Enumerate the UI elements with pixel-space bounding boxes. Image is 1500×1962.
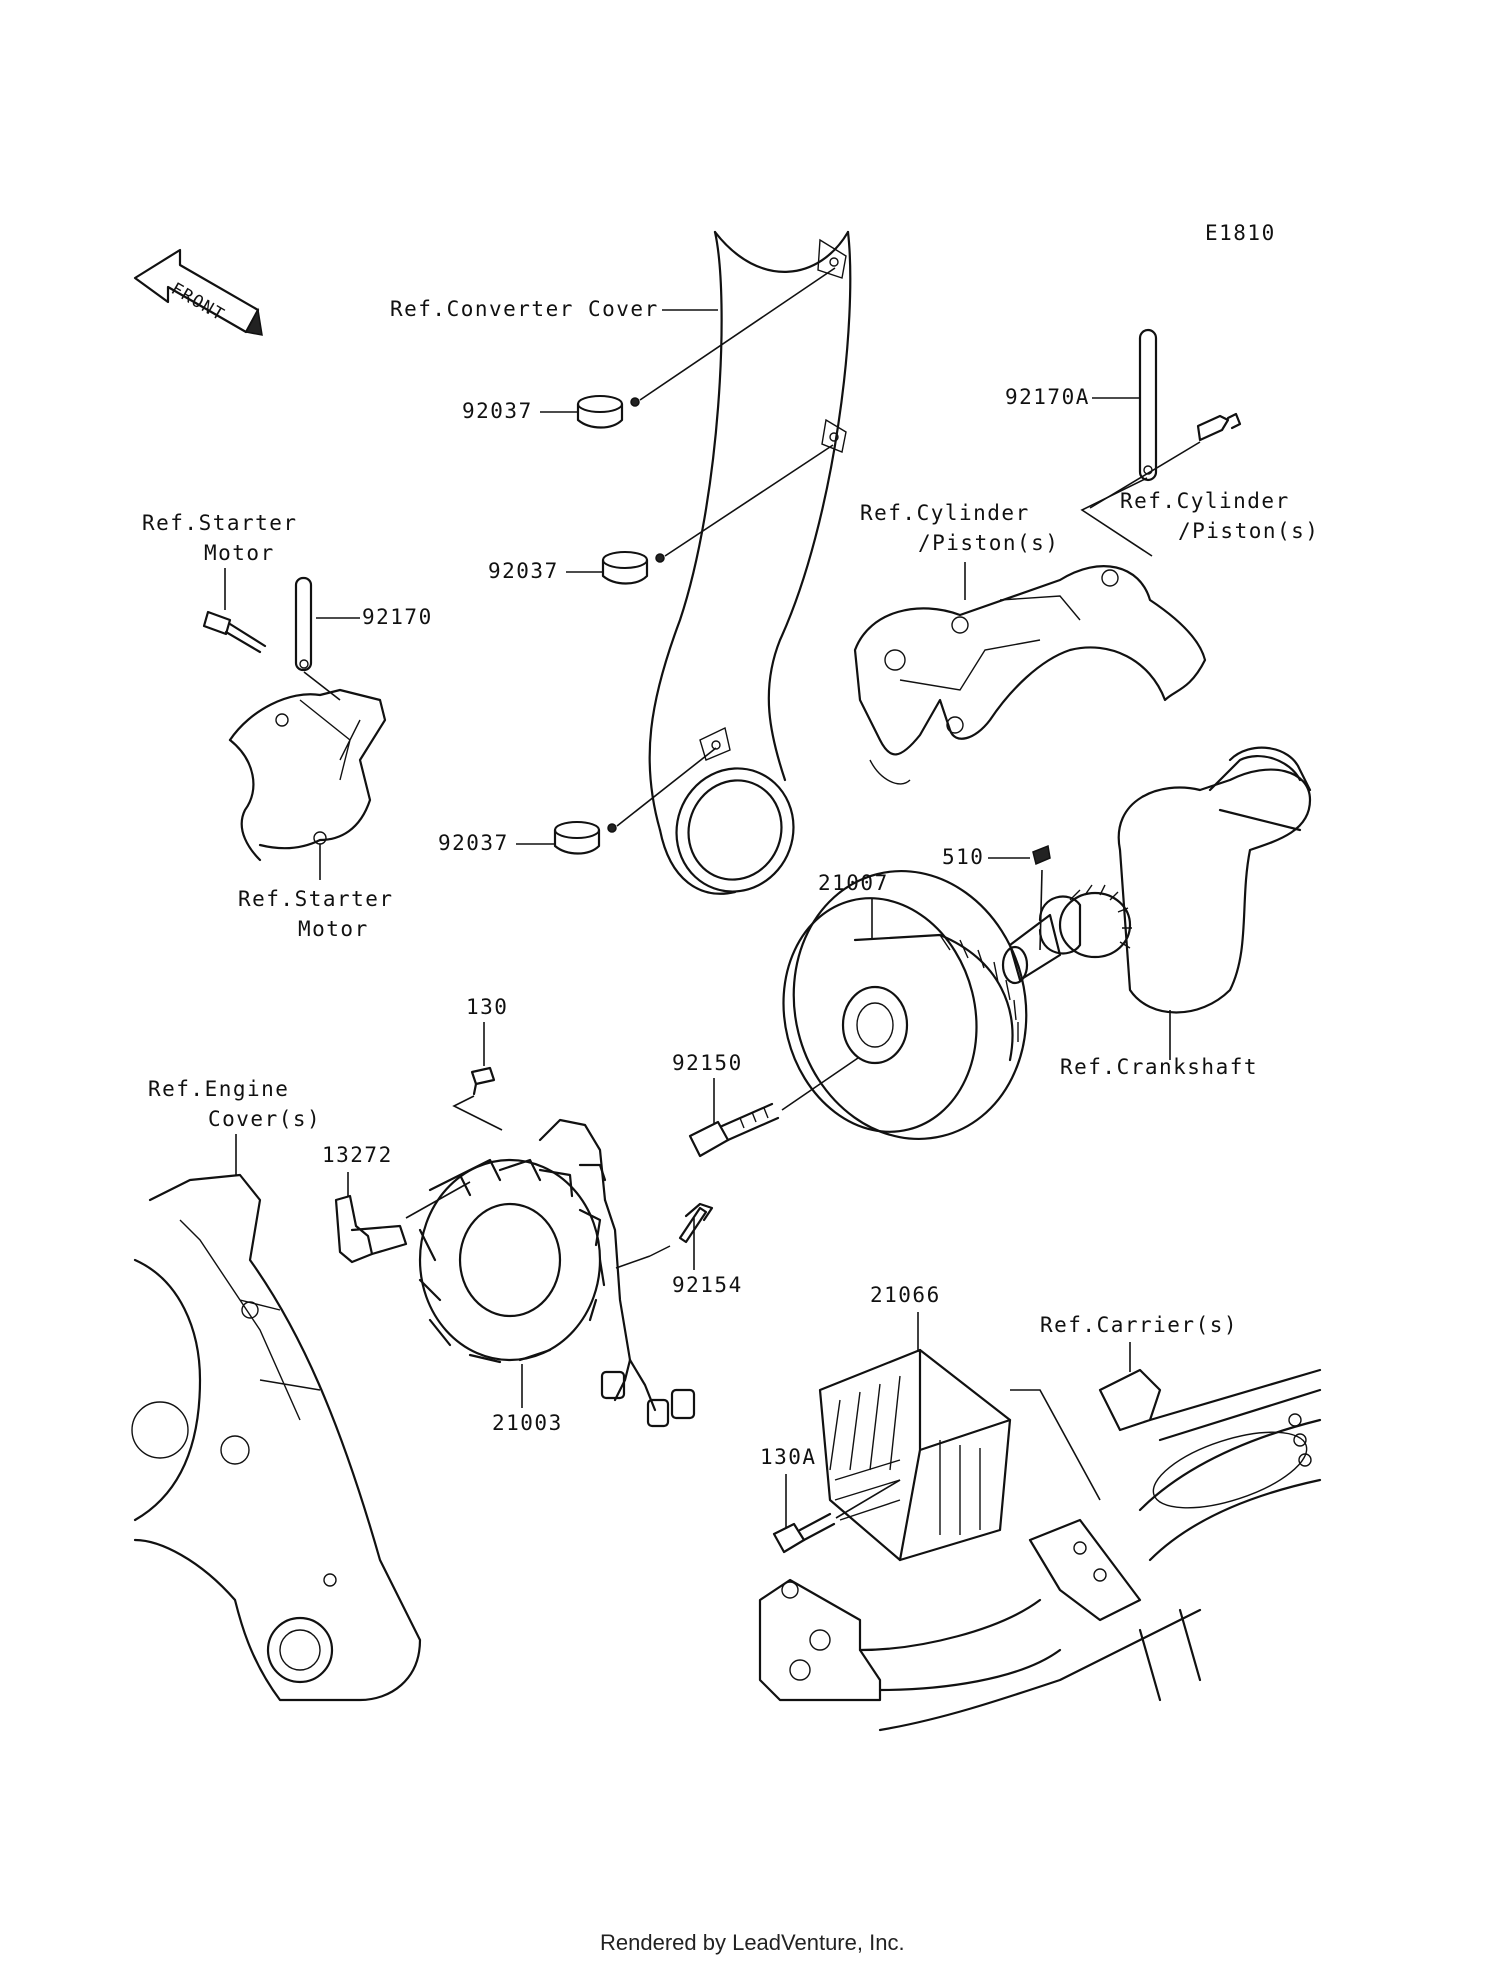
bolt-starter [202,610,267,654]
label-130A: 130A [760,1445,817,1469]
label-92037-c: 92037 [438,831,509,855]
label-92170A: 92170A [1005,385,1090,409]
engine-cover [131,1173,422,1702]
label-ref-carriers: Ref.Carrier(s) [1040,1313,1238,1337]
label-21003: 21003 [492,1411,563,1435]
label-ref-starter-bottom-2: Motor [298,917,369,941]
label-ref-starter-top-2: Motor [204,541,275,565]
key-510 [1032,844,1051,866]
label-130: 130 [466,995,508,1019]
carrier-frame [758,1368,1322,1732]
label-92150: 92150 [672,1051,743,1075]
bolt-130A [772,1512,836,1554]
label-ref-cylinder-left-2: /Piston(s) [918,531,1059,555]
label-92037-b: 92037 [488,559,559,583]
starter-motor [228,688,387,862]
label-ref-cylinder-right-1: Ref.Cylinder [1120,489,1290,513]
plate-13272 [334,1194,408,1264]
regulator-21066 [818,1348,1012,1562]
label-ref-cylinder-left-1: Ref.Cylinder [860,501,1030,525]
diagram-code: E1810 [1205,221,1276,245]
band-92037-b [601,444,834,585]
bolt-92154 [649,1202,714,1257]
label-ref-engine-cover-2: Cover(s) [208,1107,321,1131]
front-arrow-label: FRONT [168,279,229,326]
label-510: 510 [942,845,984,869]
footer-credit: Rendered by LeadVenture, Inc. [600,1930,905,1955]
label-ref-converter-cover: Ref.Converter Cover [390,297,659,321]
label-21007: 21007 [818,871,889,895]
rotor-21007 [782,869,1028,1141]
label-ref-engine-cover-1: Ref.Engine [148,1077,289,1101]
label-13272: 13272 [322,1143,393,1167]
converter-cover [648,230,852,895]
label-92037-a: 92037 [462,399,533,423]
label-ref-crankshaft: Ref.Crankshaft [1060,1055,1258,1079]
band-92037-c [553,747,717,855]
bolt-130 [470,1066,496,1096]
band-92037-a [576,267,836,429]
label-21066: 21066 [870,1283,941,1307]
crankshaft [1001,746,1312,1014]
stator-21003 [418,1118,696,1428]
label-ref-starter-top-1: Ref.Starter [142,511,298,535]
cylinder-piston-bracket [853,565,1207,785]
label-92154: 92154 [672,1273,743,1297]
strap-92170 [294,576,313,672]
strap-92170A [1138,328,1242,482]
bolt-92150 [688,1102,780,1158]
label-ref-starter-bottom-1: Ref.Starter [238,887,394,911]
front-arrow-icon: FRONT [133,248,263,336]
label-ref-cylinder-right-2: /Piston(s) [1178,519,1319,543]
label-92170: 92170 [362,605,433,629]
